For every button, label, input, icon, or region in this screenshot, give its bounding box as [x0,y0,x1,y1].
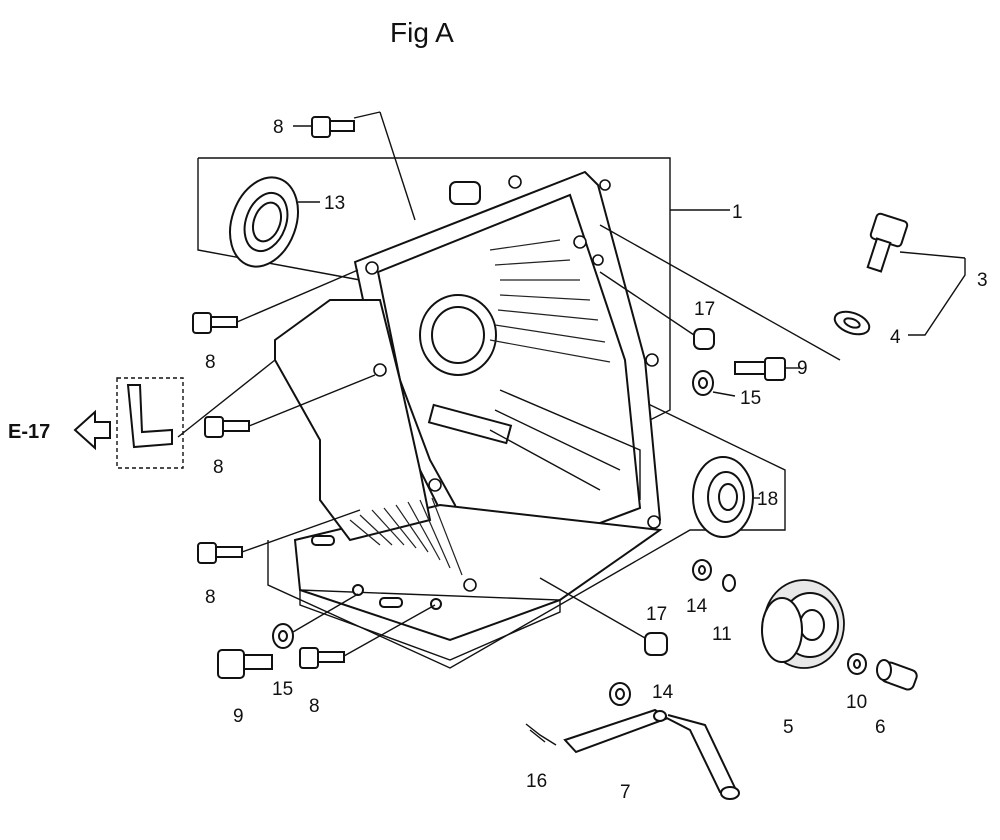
crankcase-cover [274,170,663,661]
callout-10: 10 [846,692,867,713]
callout-8-left-3: 8 [205,587,216,608]
callout-15-right: 15 [740,388,761,409]
callout-9-right: 9 [797,358,808,379]
governor-arm [563,708,740,800]
callout-16: 16 [526,771,547,792]
callout-14-lower: 14 [652,682,674,703]
callout-17-upper: 17 [694,299,715,320]
callout-5: 5 [783,717,794,738]
oil-sensor [599,212,966,361]
callout-15-bottom: 15 [272,679,293,700]
dowel-pin [539,271,715,656]
callout-8-bottom: 8 [309,696,320,717]
callout-7: 7 [620,782,631,803]
oil-seal [229,176,320,268]
callout-4: 4 [890,327,901,348]
callout-8-top: 8 [273,117,284,138]
breather-tube [116,359,276,469]
figure-title: Fig A [390,17,454,48]
flange-bolt [192,111,436,669]
callout-11: 11 [712,624,732,645]
callout-1: 1 [732,202,743,223]
callout-18: 18 [757,489,778,510]
governor-gear [761,579,845,669]
governor-shaft [876,659,918,691]
group-outline [197,157,786,669]
callout-3: 3 [977,270,988,291]
callout-13: 13 [324,193,345,214]
callout-17-lower: 17 [646,604,667,625]
callout-14-upper: 14 [686,596,708,617]
ball-bearing [692,456,760,538]
reference-arrow-icon [73,409,111,451]
callout-labels: 1 3 4 5 6 7 8 8 8 8 8 9 9 10 11 13 14 14… [205,117,988,803]
clip [525,723,557,746]
reference-label: E-17 [8,421,50,443]
washers [272,370,867,706]
callout-8-left-2: 8 [213,457,224,478]
callout-8-left-1: 8 [205,352,216,373]
callout-6: 6 [875,717,886,738]
long-bolt [217,357,800,679]
callout-9-bottom: 9 [233,706,244,727]
